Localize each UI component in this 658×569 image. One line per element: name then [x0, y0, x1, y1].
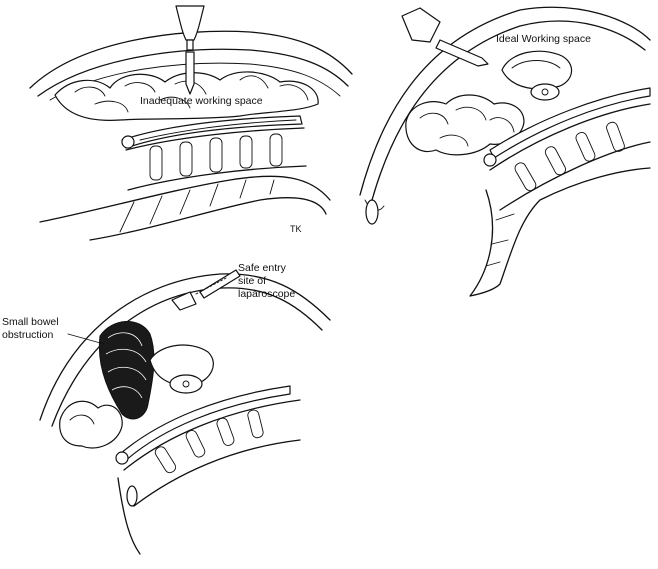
trocar-icon	[401, 7, 489, 67]
panel-b-ideal-space	[359, 6, 651, 297]
laparoscope-icon	[171, 269, 241, 311]
label-safe-entry-line2: site of	[238, 275, 267, 287]
label-small-bowel-line1: Small bowel	[2, 316, 59, 328]
label-safe-entry-line3: laparoscope	[238, 288, 296, 300]
label-inadequate-working-space: Inadequate working space	[140, 95, 263, 107]
bowel-loops-b	[405, 94, 525, 156]
label-ideal-working-space: Ideal Working space	[496, 33, 591, 45]
panel-c-obstruction	[39, 269, 331, 555]
spine-a	[125, 127, 307, 191]
label-small-bowel-line2: obstruction	[2, 329, 54, 341]
trocar-icon	[175, 5, 205, 95]
obstructed-bowel	[98, 321, 155, 420]
svg-text:TK: TK	[290, 224, 302, 234]
panel-a-inadequate-space: TK	[29, 5, 353, 241]
label-safe-entry-line1: Safe entry	[238, 262, 286, 274]
